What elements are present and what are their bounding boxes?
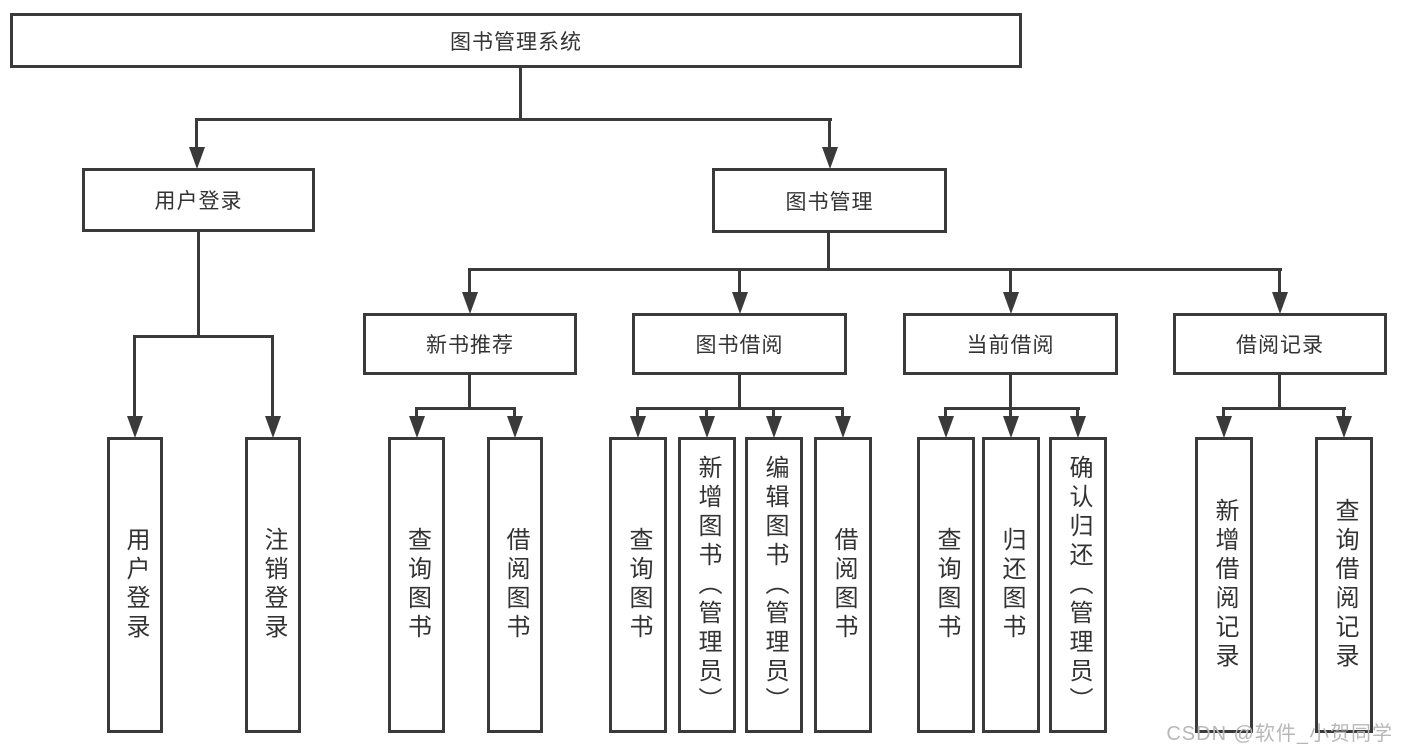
leaf-logout-label: 注销登录 <box>260 527 287 643</box>
arrowhead-leaf-user-login-icon <box>127 416 143 438</box>
node-new-books: 新书推荐 <box>363 313 577 375</box>
leaf-bb-borrow: 借阅图书 <box>814 437 872 733</box>
arrowhead-book-borrow-icon <box>732 292 748 314</box>
arrowhead-nb-borrow-icon <box>507 416 523 438</box>
connector-root-branch <box>196 118 832 121</box>
node-borrow-records: 借阅记录 <box>1173 313 1387 375</box>
leaf-br-query-label: 查询借阅记录 <box>1331 498 1358 672</box>
leaf-cb-return: 归还图书 <box>982 437 1040 733</box>
leaf-user-login-label: 用户登录 <box>122 527 149 643</box>
connector-stem-nb-query <box>415 407 418 419</box>
connector-stem-br-add <box>1222 407 1225 419</box>
connector-root-stem <box>519 68 522 118</box>
connector-stem-book-mgmt <box>828 118 831 150</box>
arrowhead-bb-add-icon <box>699 416 715 438</box>
node-root-label: 图书管理系统 <box>450 30 582 54</box>
node-new-books-label: 新书推荐 <box>426 334 514 357</box>
node-borrow-records-label: 借阅记录 <box>1236 334 1324 357</box>
leaf-cb-confirm: 确认归还（管理员） <box>1049 437 1107 733</box>
node-current-borrow-label: 当前借阅 <box>966 334 1055 357</box>
arrowhead-leaf-logout-icon <box>265 416 281 438</box>
connector-book-mgmt-stem <box>827 233 830 268</box>
node-user-login: 用户登录 <box>82 168 315 232</box>
node-book-borrow-label: 图书借阅 <box>695 334 784 357</box>
connector-user-login-branch <box>133 335 274 338</box>
leaf-nb-query: 查询图书 <box>388 437 445 733</box>
connector-current-borrow-branch <box>944 407 1080 410</box>
leaf-nb-borrow: 借阅图书 <box>487 437 543 733</box>
leaf-bb-borrow-label: 借阅图书 <box>830 527 857 643</box>
arrowhead-borrow-records-icon <box>1272 292 1288 314</box>
leaf-bb-add-label: 新增图书（管理员） <box>694 454 721 716</box>
connector-new-books-branch <box>415 407 516 410</box>
connector-stem-br-query <box>1342 407 1345 419</box>
arrowhead-cb-return-icon <box>1003 416 1019 438</box>
arrowhead-bb-query-icon <box>630 416 646 438</box>
connector-new-books-stem <box>468 375 471 407</box>
leaf-user-login: 用户登录 <box>107 437 163 733</box>
csdn-watermark: CSDN @软件_小贺同学 <box>1166 723 1393 745</box>
leaf-cb-query: 查询图书 <box>917 437 975 733</box>
arrowhead-nb-query-icon <box>409 416 425 438</box>
leaf-nb-query-label: 查询图书 <box>403 527 431 643</box>
connector-stem-cb-confirm <box>1076 407 1079 419</box>
node-user-login-label: 用户登录 <box>154 190 243 213</box>
leaf-nb-borrow-label: 借阅图书 <box>502 527 529 643</box>
leaf-cb-confirm-label: 确认归还（管理员） <box>1065 454 1092 716</box>
node-root: 图书管理系统 <box>10 13 1022 68</box>
node-book-borrow: 图书借阅 <box>632 313 847 375</box>
leaf-cb-query-label: 查询图书 <box>933 527 960 643</box>
connector-stem-nb-borrow <box>513 407 516 419</box>
node-book-mgmt-label: 图书管理 <box>785 190 874 214</box>
arrowhead-current-borrow-icon <box>1003 292 1019 314</box>
arrowhead-cb-confirm-icon <box>1070 416 1086 438</box>
arrowhead-cb-query-icon <box>938 416 954 438</box>
connector-book-borrow-branch <box>636 407 844 410</box>
arrowhead-new-books-icon <box>462 292 478 314</box>
connector-book-borrow-stem <box>738 375 741 407</box>
arrowhead-user-login-icon <box>189 147 205 169</box>
arrowhead-br-query-icon <box>1336 416 1352 438</box>
connector-borrow-records-stem <box>1278 375 1281 407</box>
connector-current-borrow-stem <box>1009 375 1012 407</box>
leaf-bb-edit-label: 编辑图书（管理员） <box>761 454 788 716</box>
node-current-borrow: 当前借阅 <box>903 313 1118 375</box>
node-book-mgmt: 图书管理 <box>712 168 947 233</box>
leaf-bb-edit: 编辑图书（管理员） <box>745 437 803 733</box>
connector-user-login-stem <box>197 232 200 335</box>
connector-borrow-records-branch <box>1222 407 1346 410</box>
leaf-br-add: 新增借阅记录 <box>1195 437 1253 733</box>
connector-stem-cb-return <box>1009 407 1012 419</box>
leaf-bb-add: 新增图书（管理员） <box>678 437 736 733</box>
connector-stem-bb-add <box>705 407 708 419</box>
connector-stem-current-borrow <box>1009 268 1012 294</box>
connector-stem-bb-borrow <box>841 407 844 419</box>
leaf-bb-query: 查询图书 <box>609 437 667 733</box>
connector-stem-cb-query <box>944 407 947 419</box>
leaf-br-add-label: 新增借阅记录 <box>1211 498 1238 672</box>
connector-stem-bb-edit <box>772 407 775 419</box>
connector-stem-user-login <box>195 118 198 150</box>
arrowhead-bb-borrow-icon <box>835 416 851 438</box>
arrowhead-br-add-icon <box>1216 416 1232 438</box>
leaf-cb-return-label: 归还图书 <box>998 527 1025 643</box>
connector-stem-bb-query <box>636 407 639 419</box>
arrowhead-bb-edit-icon <box>766 416 782 438</box>
connector-stem-leaf-logout <box>271 335 274 419</box>
leaf-logout: 注销登录 <box>245 437 301 733</box>
leaf-bb-query-label: 查询图书 <box>625 527 652 643</box>
arrowhead-book-mgmt-icon <box>822 147 838 169</box>
connector-stem-leaf-user-login <box>133 335 136 419</box>
leaf-br-query: 查询借阅记录 <box>1315 437 1373 733</box>
connector-stem-new-books <box>468 268 471 294</box>
connector-stem-borrow-records <box>1278 268 1281 294</box>
connector-stem-book-borrow <box>738 268 741 294</box>
connector-book-mgmt-branch <box>468 268 1282 271</box>
